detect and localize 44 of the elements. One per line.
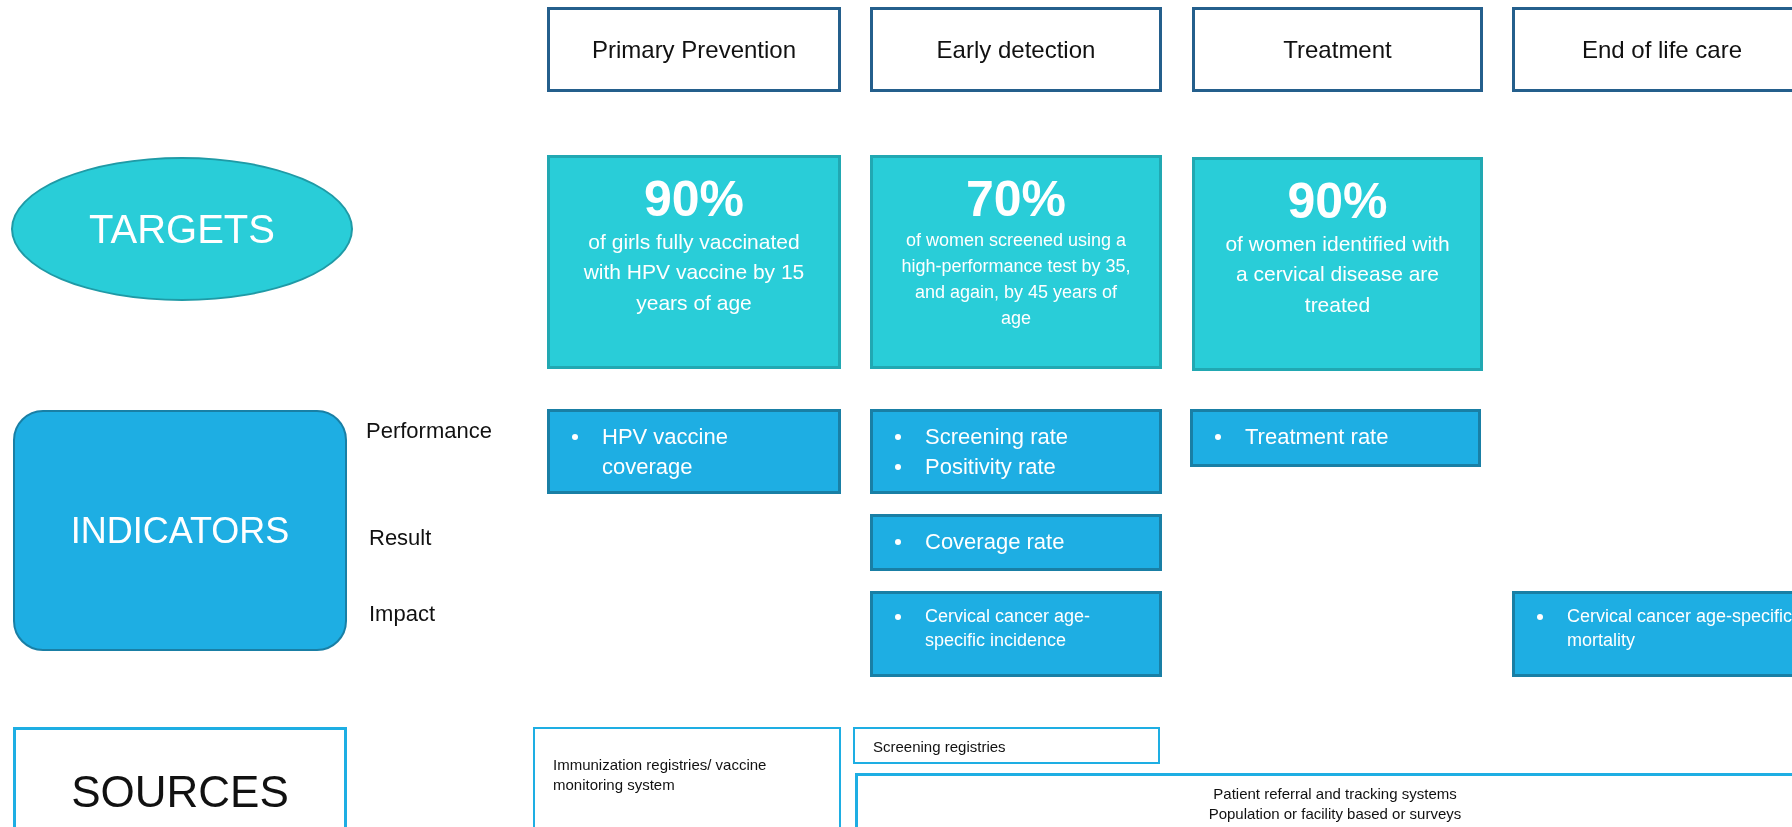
bullet-text: Screening rate [925,424,1069,449]
bullet-text: Treatment rate [1245,424,1389,449]
target-description: of girls fully vaccinated with HPV vaccine by 15 years of age [582,229,806,316]
target-box [1192,157,1483,371]
source-text: Population or facility based or surveys [1208,803,1462,823]
box-label: Early detection [936,35,1096,64]
target-box [547,155,841,369]
indicator-box [1190,409,1481,467]
target-description: of women screened using a high-performance test by 35, and again, by 45 years of age [900,229,1132,331]
bullet-text: Positivity rate [925,453,1056,479]
target-percentage: 70% [965,172,1067,227]
row-label: Performance [366,418,492,444]
box-label: SOURCES [71,767,289,817]
column-header [1192,7,1483,92]
column-header [1512,7,1792,92]
box-label: End of life care [1581,35,1743,64]
source-text: Patient referral and tracking systems [1213,784,1457,804]
indicator-box [870,409,1162,494]
indicator-box [870,591,1162,677]
target-percentage: 90% [1287,174,1388,229]
bullet-text: Cervical cancer age-specific incidence [925,606,1091,651]
target-description: of women identified with a cervical disease are treated [1224,231,1451,318]
bullet-text: Coverage rate [925,529,1065,554]
source-box [533,727,841,827]
category-box [13,727,347,827]
row-label: Impact [369,601,436,627]
indicator-box [1512,591,1792,677]
indicator-box [547,409,841,494]
indicator-box [870,514,1162,571]
target-box [870,155,1162,369]
source-text: Immunization registries/ vaccine monitoring system [553,755,768,794]
column-header [870,7,1162,92]
source-box [853,727,1160,764]
column-header [547,7,841,92]
target-percentage: 90% [643,172,745,227]
bullet-text: Cervical cancer age-specific mortality [1567,606,1792,651]
box-label: Primary Prevention [591,35,797,64]
row-label: Result [369,525,432,551]
box-label: INDICATORS [70,509,290,552]
source-text: Screening registries [873,737,1006,757]
box-label: Treatment [1283,35,1392,64]
category-box [13,410,347,651]
bullet-text: HPV vaccine coverage [602,424,728,479]
box-label: TARGETS [89,206,275,252]
